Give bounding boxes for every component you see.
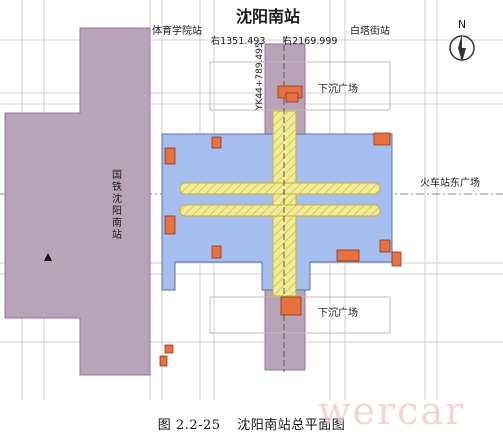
figure-caption: 图 2.2-25 沈阳南站总平面图 xyxy=(0,414,503,436)
station-left-label: 体育学院站 xyxy=(152,24,202,37)
north-arrow-label: N xyxy=(458,18,466,31)
watermark: wercar xyxy=(318,389,466,433)
hatched-corridor-horizontal-2 xyxy=(179,204,381,217)
station-right-label: 白塔街站 xyxy=(350,24,390,37)
figure-title: 沈阳南站总平面图 xyxy=(237,418,346,433)
sunken-plaza-north-outline xyxy=(209,61,391,111)
chainage-vertical-label: YK44+789.495 xyxy=(255,42,265,111)
north-arrow-icon xyxy=(449,34,475,62)
hatched-corridor-horizontal-1 xyxy=(179,182,381,195)
building-blocks xyxy=(159,85,402,367)
chainage-right-label: 右2169.999 xyxy=(283,35,338,47)
figure-number: 图 2.2-25 xyxy=(157,418,221,433)
east-plaza-label: 火车站东广场 xyxy=(420,176,480,189)
railway-station-block xyxy=(4,27,151,376)
triangle-marker xyxy=(44,253,52,261)
plaza-south-label: 下沉广场 xyxy=(318,306,358,319)
plaza-north-label: 下沉广场 xyxy=(318,82,358,95)
railway-station-label: 国铁沈阳南站 xyxy=(112,169,122,241)
chainage-left-label: 右1351.493 xyxy=(211,35,266,47)
station-title: 沈阳南站 xyxy=(236,7,300,26)
